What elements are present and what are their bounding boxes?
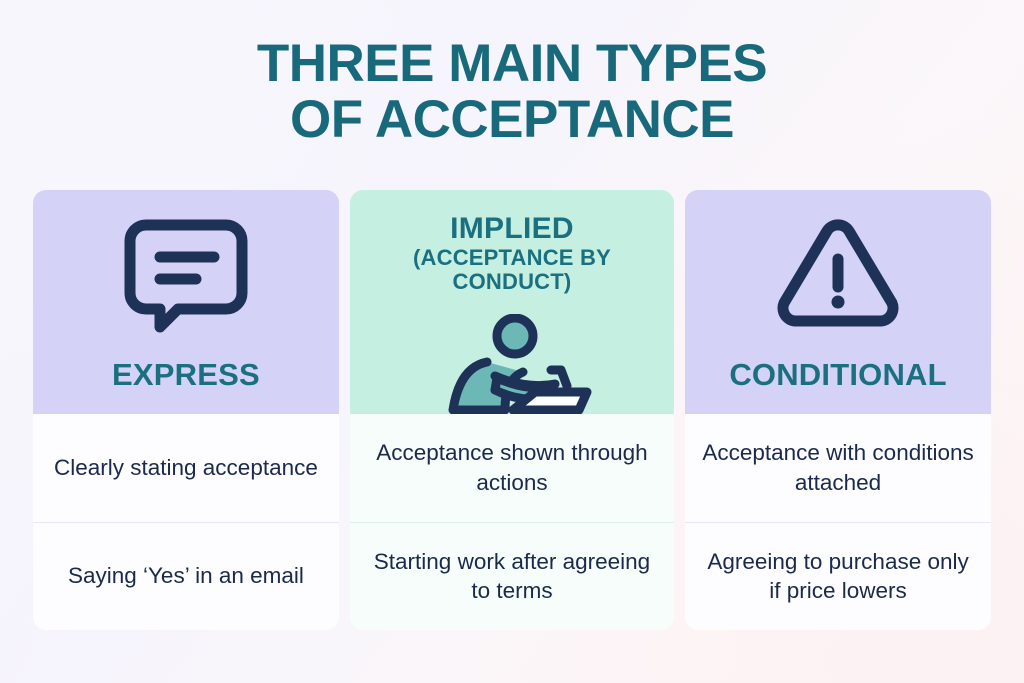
card-express[interactable]: EXPRESS Clearly stating acceptance Sayin… xyxy=(33,190,339,630)
page-title-line-1: THREE MAIN TYPES xyxy=(256,34,768,93)
card-express-example: Saying ‘Yes’ in an email xyxy=(33,521,339,631)
card-implied-label-sub-1: (ACCEPTANCE BY xyxy=(413,244,611,270)
card-conditional-description: Acceptance with conditions attached xyxy=(702,440,974,495)
card-implied-example: Starting work after agreeing to terms xyxy=(349,521,675,631)
card-conditional[interactable]: CONDITIONAL Acceptance with conditions a… xyxy=(685,190,991,630)
card-implied-label-main: IMPLIED xyxy=(450,212,574,245)
card-conditional-label: CONDITIONAL xyxy=(729,357,947,393)
card-conditional-body: Acceptance with conditions attached Agre… xyxy=(685,414,991,630)
card-express-label: EXPRESS xyxy=(112,357,260,393)
card-implied-header: IMPLIED (ACCEPTANCE BY CONDUCT) xyxy=(349,190,675,414)
card-express-icon-wrap xyxy=(33,190,339,359)
card-implied-icon-wrap xyxy=(350,295,674,414)
card-implied-label: IMPLIED (ACCEPTANCE BY CONDUCT) xyxy=(413,190,611,295)
person-working-at-desk-icon xyxy=(427,314,597,414)
page-title-line-2: OF ACCEPTANCE xyxy=(290,90,735,150)
card-implied[interactable]: IMPLIED (ACCEPTANCE BY CONDUCT) xyxy=(349,190,675,631)
page-title: THREE MAIN TYPES OF ACCEPTANCE xyxy=(0,34,1024,150)
card-express-header: EXPRESS xyxy=(33,190,339,414)
card-express-description: Clearly stating acceptance xyxy=(53,454,318,480)
warning-triangle-icon xyxy=(774,217,902,333)
speech-bubble-icon xyxy=(124,217,248,333)
card-conditional-header: CONDITIONAL xyxy=(685,190,991,414)
card-implied-label-sub-2: CONDUCT) xyxy=(452,269,572,295)
card-conditional-example: Agreeing to purchase only if price lower… xyxy=(685,521,991,631)
card-implied-body: Acceptance shown through actions Startin… xyxy=(349,414,675,631)
card-implied-description: Acceptance shown through actions xyxy=(376,440,648,495)
card-conditional-icon-wrap xyxy=(685,190,991,359)
card-express-body: Clearly stating acceptance Saying ‘Yes’ … xyxy=(33,414,339,630)
acceptance-types-card-grid: EXPRESS Clearly stating acceptance Sayin… xyxy=(33,190,991,630)
